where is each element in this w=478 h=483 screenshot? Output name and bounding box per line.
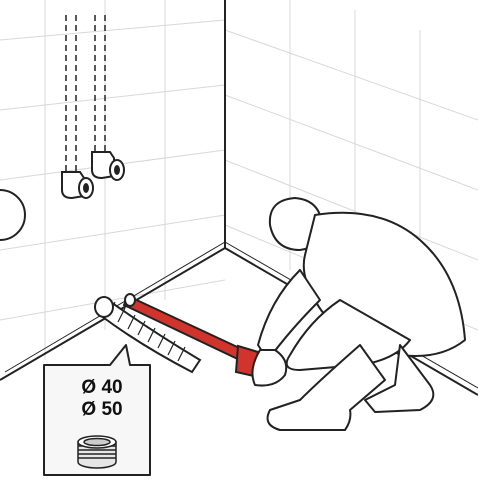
- diameter-callout: [43, 344, 151, 476]
- corrugated-drain-hose-icon: [94, 296, 202, 374]
- crouching-worker: [251, 197, 466, 431]
- pipe-thread-fitting-icon: [77, 435, 117, 469]
- wall-water-pipe-icon: [61, 15, 125, 200]
- diameter-label-50: Ø 50: [81, 399, 123, 420]
- diameter-label-40: Ø 40: [81, 377, 123, 398]
- partial-marker: [0, 189, 26, 241]
